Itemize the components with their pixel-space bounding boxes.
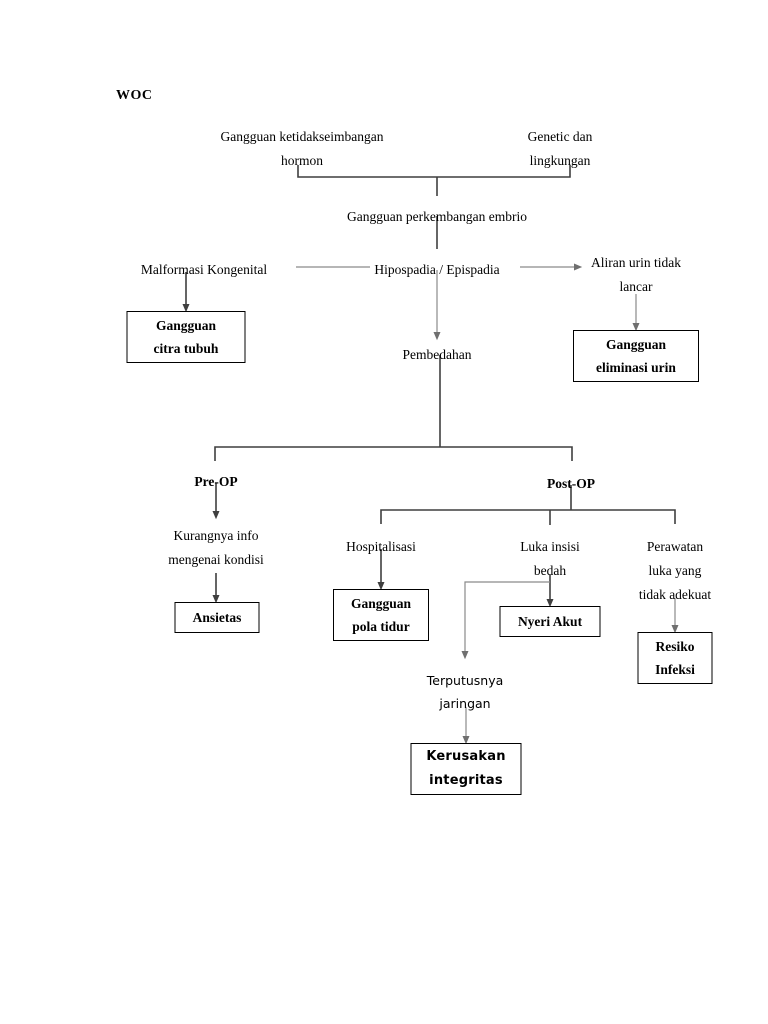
box-kerusakan-integritas: Kerusakan integritas xyxy=(410,743,522,795)
node-hipospadia-epispadia-line-1: Hipospadia / Epispadia xyxy=(374,262,500,277)
node-genetic-lingkungan: Genetic dan lingkungan xyxy=(528,125,593,173)
box-nyeri-akut-line-1: Nyeri Akut xyxy=(517,614,583,629)
node-terputusnya-jaringan-line-1: Terputusnya xyxy=(426,673,504,688)
node-gangguan-embrio: Gangguan perkembangan embrio xyxy=(347,205,527,229)
node-hipospadia-epispadia: Hipospadia / Epispadia xyxy=(374,258,499,282)
box-gangguan-citra-tubuh: Gangguan citra tubuh xyxy=(126,311,246,363)
box-gangguan-pola-tidur: Gangguan pola tidur xyxy=(333,589,429,641)
node-perawatan-luka: Perawatan luka yang tidak adekuat xyxy=(639,535,711,607)
box-gangguan-eliminasi-urin: Gangguan eliminasi urin xyxy=(573,330,699,382)
box-ansietas: Ansietas xyxy=(174,602,260,633)
node-gangguan-embrio-line-1: Gangguan perkembangan embrio xyxy=(347,209,527,224)
connector-luka-insisi-elbow xyxy=(461,581,550,660)
node-gangguan-hormon: Gangguan ketidakseimbangan hormon xyxy=(220,125,383,173)
box-gangguan-pola-tidur-line-2: pola tidur xyxy=(352,619,410,634)
box-ansietas-line-1: Ansietas xyxy=(192,610,242,625)
node-kurangnya-info-line-1: Kurangnya info xyxy=(173,528,259,543)
node-malformasi-kongenital: Malformasi Kongenital xyxy=(141,258,267,282)
box-gangguan-pola-tidur-line-1: Gangguan xyxy=(350,596,412,611)
node-genetic-lingkungan-line-2: lingkungan xyxy=(529,153,591,168)
node-post-op-line-1: Post-OP xyxy=(547,476,595,491)
node-aliran-urin-line-1: Aliran urin tidak xyxy=(591,255,681,270)
node-perawatan-luka-line-3: tidak adekuat xyxy=(638,587,712,602)
node-genetic-lingkungan-line-1: Genetic dan xyxy=(527,129,593,144)
node-pembedahan: Pembedahan xyxy=(403,343,472,367)
node-hospitalisasi-line-1: Hospitalisasi xyxy=(346,539,416,554)
node-aliran-urin: Aliran urin tidak lancar xyxy=(591,251,681,299)
node-pre-op-line-1: Pre-OP xyxy=(194,474,238,489)
box-nyeri-akut: Nyeri Akut xyxy=(499,606,601,637)
node-hospitalisasi: Hospitalisasi xyxy=(346,535,416,559)
connector-split-preop-postop-bar xyxy=(214,446,573,461)
box-kerusakan-integritas-line-2: integritas xyxy=(429,773,503,788)
box-kerusakan-integritas-line-1: Kerusakan xyxy=(426,749,506,764)
page-title: WOC xyxy=(116,88,153,103)
box-gangguan-eliminasi-urin-line-1: Gangguan xyxy=(605,337,667,352)
node-terputusnya-jaringan-line-2: jaringan xyxy=(439,696,491,711)
node-gangguan-hormon-line-1: Gangguan ketidakseimbangan xyxy=(220,129,384,144)
node-pre-op: Pre-OP xyxy=(194,470,237,494)
connector-bracket-top-to-embrio-bar xyxy=(297,165,571,178)
node-luka-insisi-line-2: bedah xyxy=(533,563,567,578)
connector-postop-three-split-bar xyxy=(380,509,676,524)
node-luka-insisi-line-1: Luka insisi xyxy=(520,539,580,554)
box-gangguan-citra-tubuh-line-2: citra tubuh xyxy=(153,341,219,356)
node-gangguan-hormon-line-2: hormon xyxy=(280,153,323,168)
node-pembedahan-line-1: Pembedahan xyxy=(402,347,472,362)
box-gangguan-citra-tubuh-line-1: Gangguan xyxy=(155,318,217,333)
node-perawatan-luka-line-2: luka yang xyxy=(648,563,702,578)
box-resiko-infeksi-line-2: Infeksi xyxy=(655,662,695,677)
node-luka-insisi: Luka insisi bedah xyxy=(520,535,580,583)
box-resiko-infeksi-line-1: Resiko xyxy=(655,639,695,654)
node-malformasi-kongenital-line-1: Malformasi Kongenital xyxy=(140,262,268,277)
node-aliran-urin-line-2: lancar xyxy=(619,279,653,294)
node-perawatan-luka-line-1: Perawatan xyxy=(646,539,704,554)
node-post-op: Post-OP xyxy=(547,472,595,496)
node-kurangnya-info: Kurangnya info mengenai kondisi xyxy=(168,524,264,572)
box-gangguan-eliminasi-urin-line-2: eliminasi urin xyxy=(596,360,676,375)
node-kurangnya-info-line-2: mengenai kondisi xyxy=(168,552,264,567)
node-terputusnya-jaringan: Terputusnya jaringan xyxy=(427,669,504,715)
